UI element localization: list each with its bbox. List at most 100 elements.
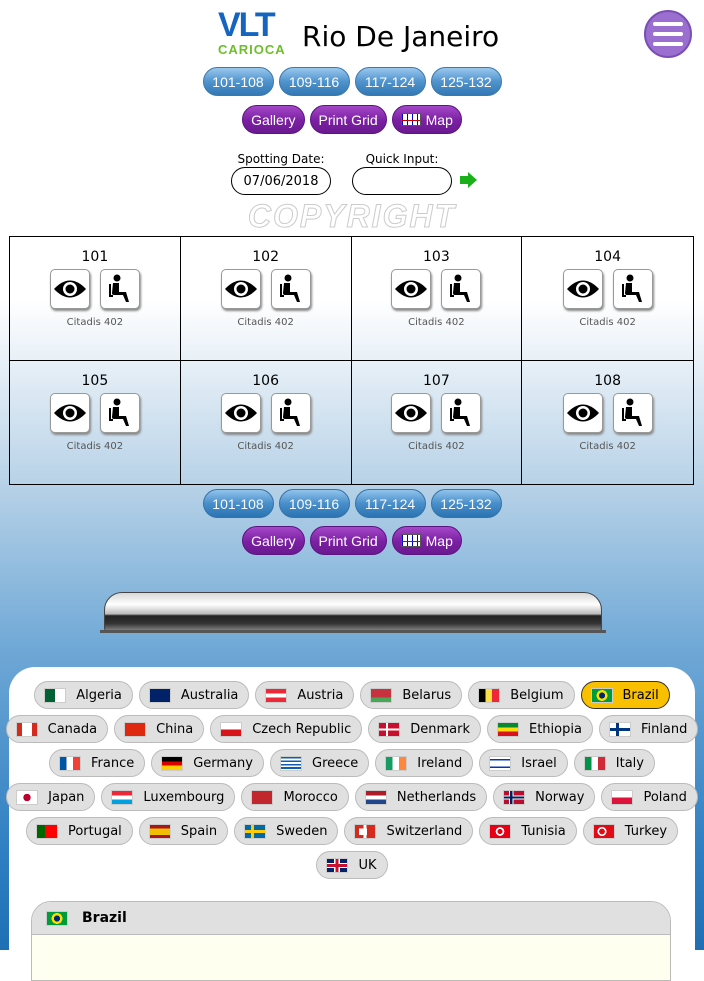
range-button-125-132[interactable]: 125-132 bbox=[430, 489, 502, 518]
seat-icon[interactable] bbox=[99, 392, 140, 433]
logo-subtext: CARIOCA bbox=[218, 42, 286, 57]
vlt-carioca-logo[interactable]: VLT CARIOCA bbox=[218, 8, 296, 60]
range-button-109-116[interactable]: 109-116 bbox=[278, 67, 350, 96]
seat-icon[interactable] bbox=[441, 269, 482, 309]
country-button-belgium[interactable]: Belgium bbox=[468, 681, 575, 709]
country-button-italy[interactable]: Italy bbox=[573, 749, 655, 777]
country-button-netherlands[interactable]: Netherlands bbox=[354, 783, 488, 811]
country-label: Spain bbox=[180, 823, 218, 839]
country-button-turkey[interactable]: Turkey bbox=[582, 817, 679, 845]
eye-icon[interactable] bbox=[562, 392, 603, 433]
country-label: Finland bbox=[640, 721, 688, 737]
range-button-117-124[interactable]: 117-124 bbox=[354, 67, 426, 96]
country-button-canada[interactable]: Canada bbox=[5, 715, 109, 743]
country-button-france[interactable]: France bbox=[49, 749, 146, 777]
seat-icon[interactable] bbox=[612, 392, 653, 433]
vehicle-cell: 101 Citadis 402 bbox=[10, 237, 181, 361]
country-button-morocco[interactable]: Morocco bbox=[241, 783, 349, 811]
eye-icon[interactable] bbox=[391, 269, 432, 309]
seat-icon[interactable] bbox=[270, 269, 311, 309]
czech-republic-flag-icon bbox=[220, 721, 243, 737]
fleet-grid: 101 Citadis 402 102 Citadis 402 103 Cita… bbox=[9, 236, 694, 485]
country-button-sweden[interactable]: Sweden bbox=[234, 817, 339, 845]
country-button-japan[interactable]: Japan bbox=[6, 783, 96, 811]
country-button-luxembourg[interactable]: Luxembourg bbox=[101, 783, 236, 811]
country-button-ethiopia[interactable]: Ethiopia bbox=[486, 715, 593, 743]
print-grid-button[interactable]: Print Grid bbox=[309, 105, 387, 134]
country-button-austria[interactable]: Austria bbox=[255, 681, 355, 709]
country-button-uk[interactable]: UK bbox=[316, 851, 388, 879]
action-nav-bottom: Gallery Print Grid Map bbox=[0, 526, 704, 555]
seat-icon[interactable] bbox=[612, 269, 653, 309]
quick-input-label: Quick Input: bbox=[365, 152, 439, 166]
country-button-czech-republic[interactable]: Czech Republic bbox=[210, 715, 363, 743]
country-button-poland[interactable]: Poland bbox=[601, 783, 698, 811]
country-button-australia[interactable]: Australia bbox=[138, 681, 250, 709]
country-label: France bbox=[91, 755, 135, 771]
country-button-china[interactable]: China bbox=[114, 715, 205, 743]
eye-icon[interactable] bbox=[220, 392, 261, 433]
range-button-101-108[interactable]: 101-108 bbox=[202, 489, 274, 518]
country-button-norway[interactable]: Norway bbox=[493, 783, 596, 811]
country-button-greece[interactable]: Greece bbox=[270, 749, 370, 777]
country-button-portugal[interactable]: Portugal bbox=[25, 817, 133, 845]
country-label: Belarus bbox=[402, 687, 452, 703]
eye-icon[interactable] bbox=[49, 269, 90, 309]
vehicle-model: Citadis 402 bbox=[579, 317, 636, 328]
map-icon bbox=[400, 113, 421, 126]
country-button-denmark[interactable]: Denmark bbox=[368, 715, 481, 743]
country-label: Algeria bbox=[76, 687, 122, 703]
quick-input-field[interactable] bbox=[352, 167, 452, 195]
country-label: UK bbox=[358, 857, 377, 873]
print-grid-button[interactable]: Print Grid bbox=[309, 526, 387, 555]
vehicle-number: 108 bbox=[594, 372, 621, 389]
country-button-ireland[interactable]: Ireland bbox=[375, 749, 474, 777]
country-button-algeria[interactable]: Algeria bbox=[34, 681, 133, 709]
hamburger-menu-button[interactable] bbox=[644, 10, 692, 58]
seat-icon[interactable] bbox=[270, 392, 311, 433]
country-label: Greece bbox=[312, 755, 359, 771]
seat-icon[interactable] bbox=[441, 392, 482, 433]
norway-flag-icon bbox=[503, 789, 526, 805]
country-label: Italy bbox=[615, 755, 644, 771]
selected-country-body bbox=[32, 935, 670, 980]
ireland-flag-icon bbox=[385, 755, 408, 771]
gallery-button[interactable]: Gallery bbox=[242, 105, 305, 134]
spotting-date-input[interactable]: 07/06/2018 bbox=[231, 167, 331, 195]
eye-icon[interactable] bbox=[562, 269, 603, 309]
page-title: Rio De Janeiro bbox=[302, 20, 500, 53]
range-button-117-124[interactable]: 117-124 bbox=[354, 489, 426, 518]
vehicle-cell: 105 Citadis 402 bbox=[10, 360, 181, 484]
vehicle-number: 104 bbox=[594, 249, 621, 265]
country-label: Australia bbox=[180, 687, 239, 703]
range-button-101-108[interactable]: 101-108 bbox=[202, 67, 274, 96]
map-button[interactable]: Map bbox=[391, 105, 462, 134]
range-nav-top: 101-108 109-116 117-124 125-132 bbox=[0, 67, 704, 96]
vehicle-cell: 106 Citadis 402 bbox=[181, 360, 352, 484]
country-button-switzerland[interactable]: Switzerland bbox=[344, 817, 474, 845]
country-button-germany[interactable]: Germany bbox=[151, 749, 264, 777]
action-nav-top: Gallery Print Grid Map bbox=[0, 105, 704, 134]
range-button-109-116[interactable]: 109-116 bbox=[278, 489, 350, 518]
eye-icon[interactable] bbox=[391, 392, 432, 433]
seat-icon[interactable] bbox=[99, 269, 140, 309]
gallery-button[interactable]: Gallery bbox=[242, 526, 305, 555]
vehicle-number: 107 bbox=[423, 372, 450, 389]
spotting-date-label: Spotting Date: bbox=[237, 152, 325, 166]
map-button[interactable]: Map bbox=[391, 526, 462, 555]
range-button-125-132[interactable]: 125-132 bbox=[430, 67, 502, 96]
vehicle-number: 105 bbox=[81, 372, 109, 389]
country-panel: Brazil Algeria Australia Austria Belarus Bel… bbox=[5, 667, 699, 981]
country-button-belarus[interactable]: Belarus bbox=[360, 681, 463, 709]
country-label: China bbox=[156, 721, 194, 737]
country-button-brazil[interactable]: Brazil bbox=[580, 681, 670, 709]
country-button-israel[interactable]: Israel bbox=[479, 749, 568, 777]
country-button-spain[interactable]: Spain bbox=[138, 817, 229, 845]
eye-icon[interactable] bbox=[49, 392, 90, 433]
country-button-tunisia[interactable]: Tunisia bbox=[479, 817, 577, 845]
eye-icon[interactable] bbox=[220, 269, 261, 309]
country-button-finland[interactable]: Finland bbox=[598, 715, 699, 743]
